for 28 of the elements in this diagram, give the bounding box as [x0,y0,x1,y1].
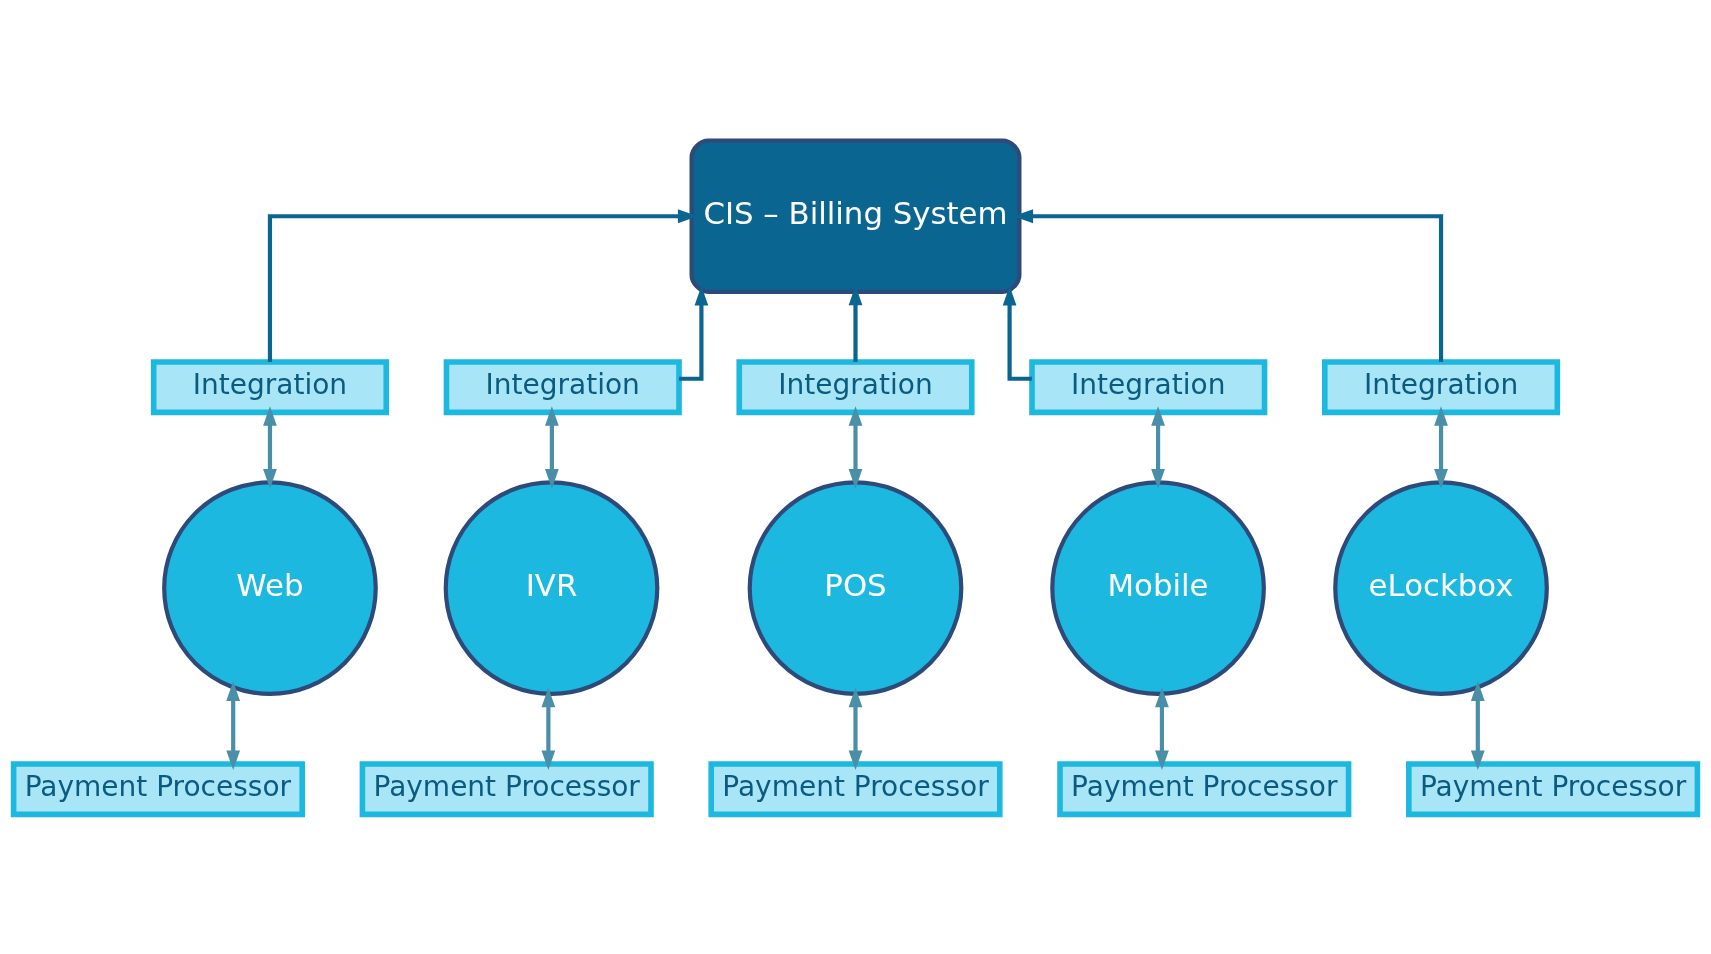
node-box: Payment Processor [10,760,305,817]
arrow [541,687,556,770]
node-box: CIS – Billing System [689,138,1022,294]
node-box: Integration [150,358,390,415]
node-box: Integration [736,358,975,415]
node-box: Payment Processor [708,760,1003,817]
arrow [226,680,241,770]
node-box: Payment Processor [1057,760,1352,817]
arrow [1151,405,1165,489]
node-circle: POS [747,479,964,696]
node-box: Payment Processor [359,760,654,817]
node-circle: eLockbox [1333,479,1549,696]
node-box: Integration [1029,358,1268,415]
node-circle: IVR [443,479,660,696]
arrow [848,405,863,489]
arrow [545,405,559,489]
arrow [848,687,863,770]
arrow [1470,680,1485,770]
node-box: Integration [443,358,682,415]
node-circle: Web [162,479,378,696]
arrow [1434,405,1448,489]
arrow [263,405,277,489]
node-box: Payment Processor [1406,760,1701,817]
node-circle: Mobile [1050,479,1266,696]
arrow [679,285,709,381]
arrow [1155,687,1169,770]
node-box: Integration [1321,358,1561,415]
arrow [1002,285,1032,381]
